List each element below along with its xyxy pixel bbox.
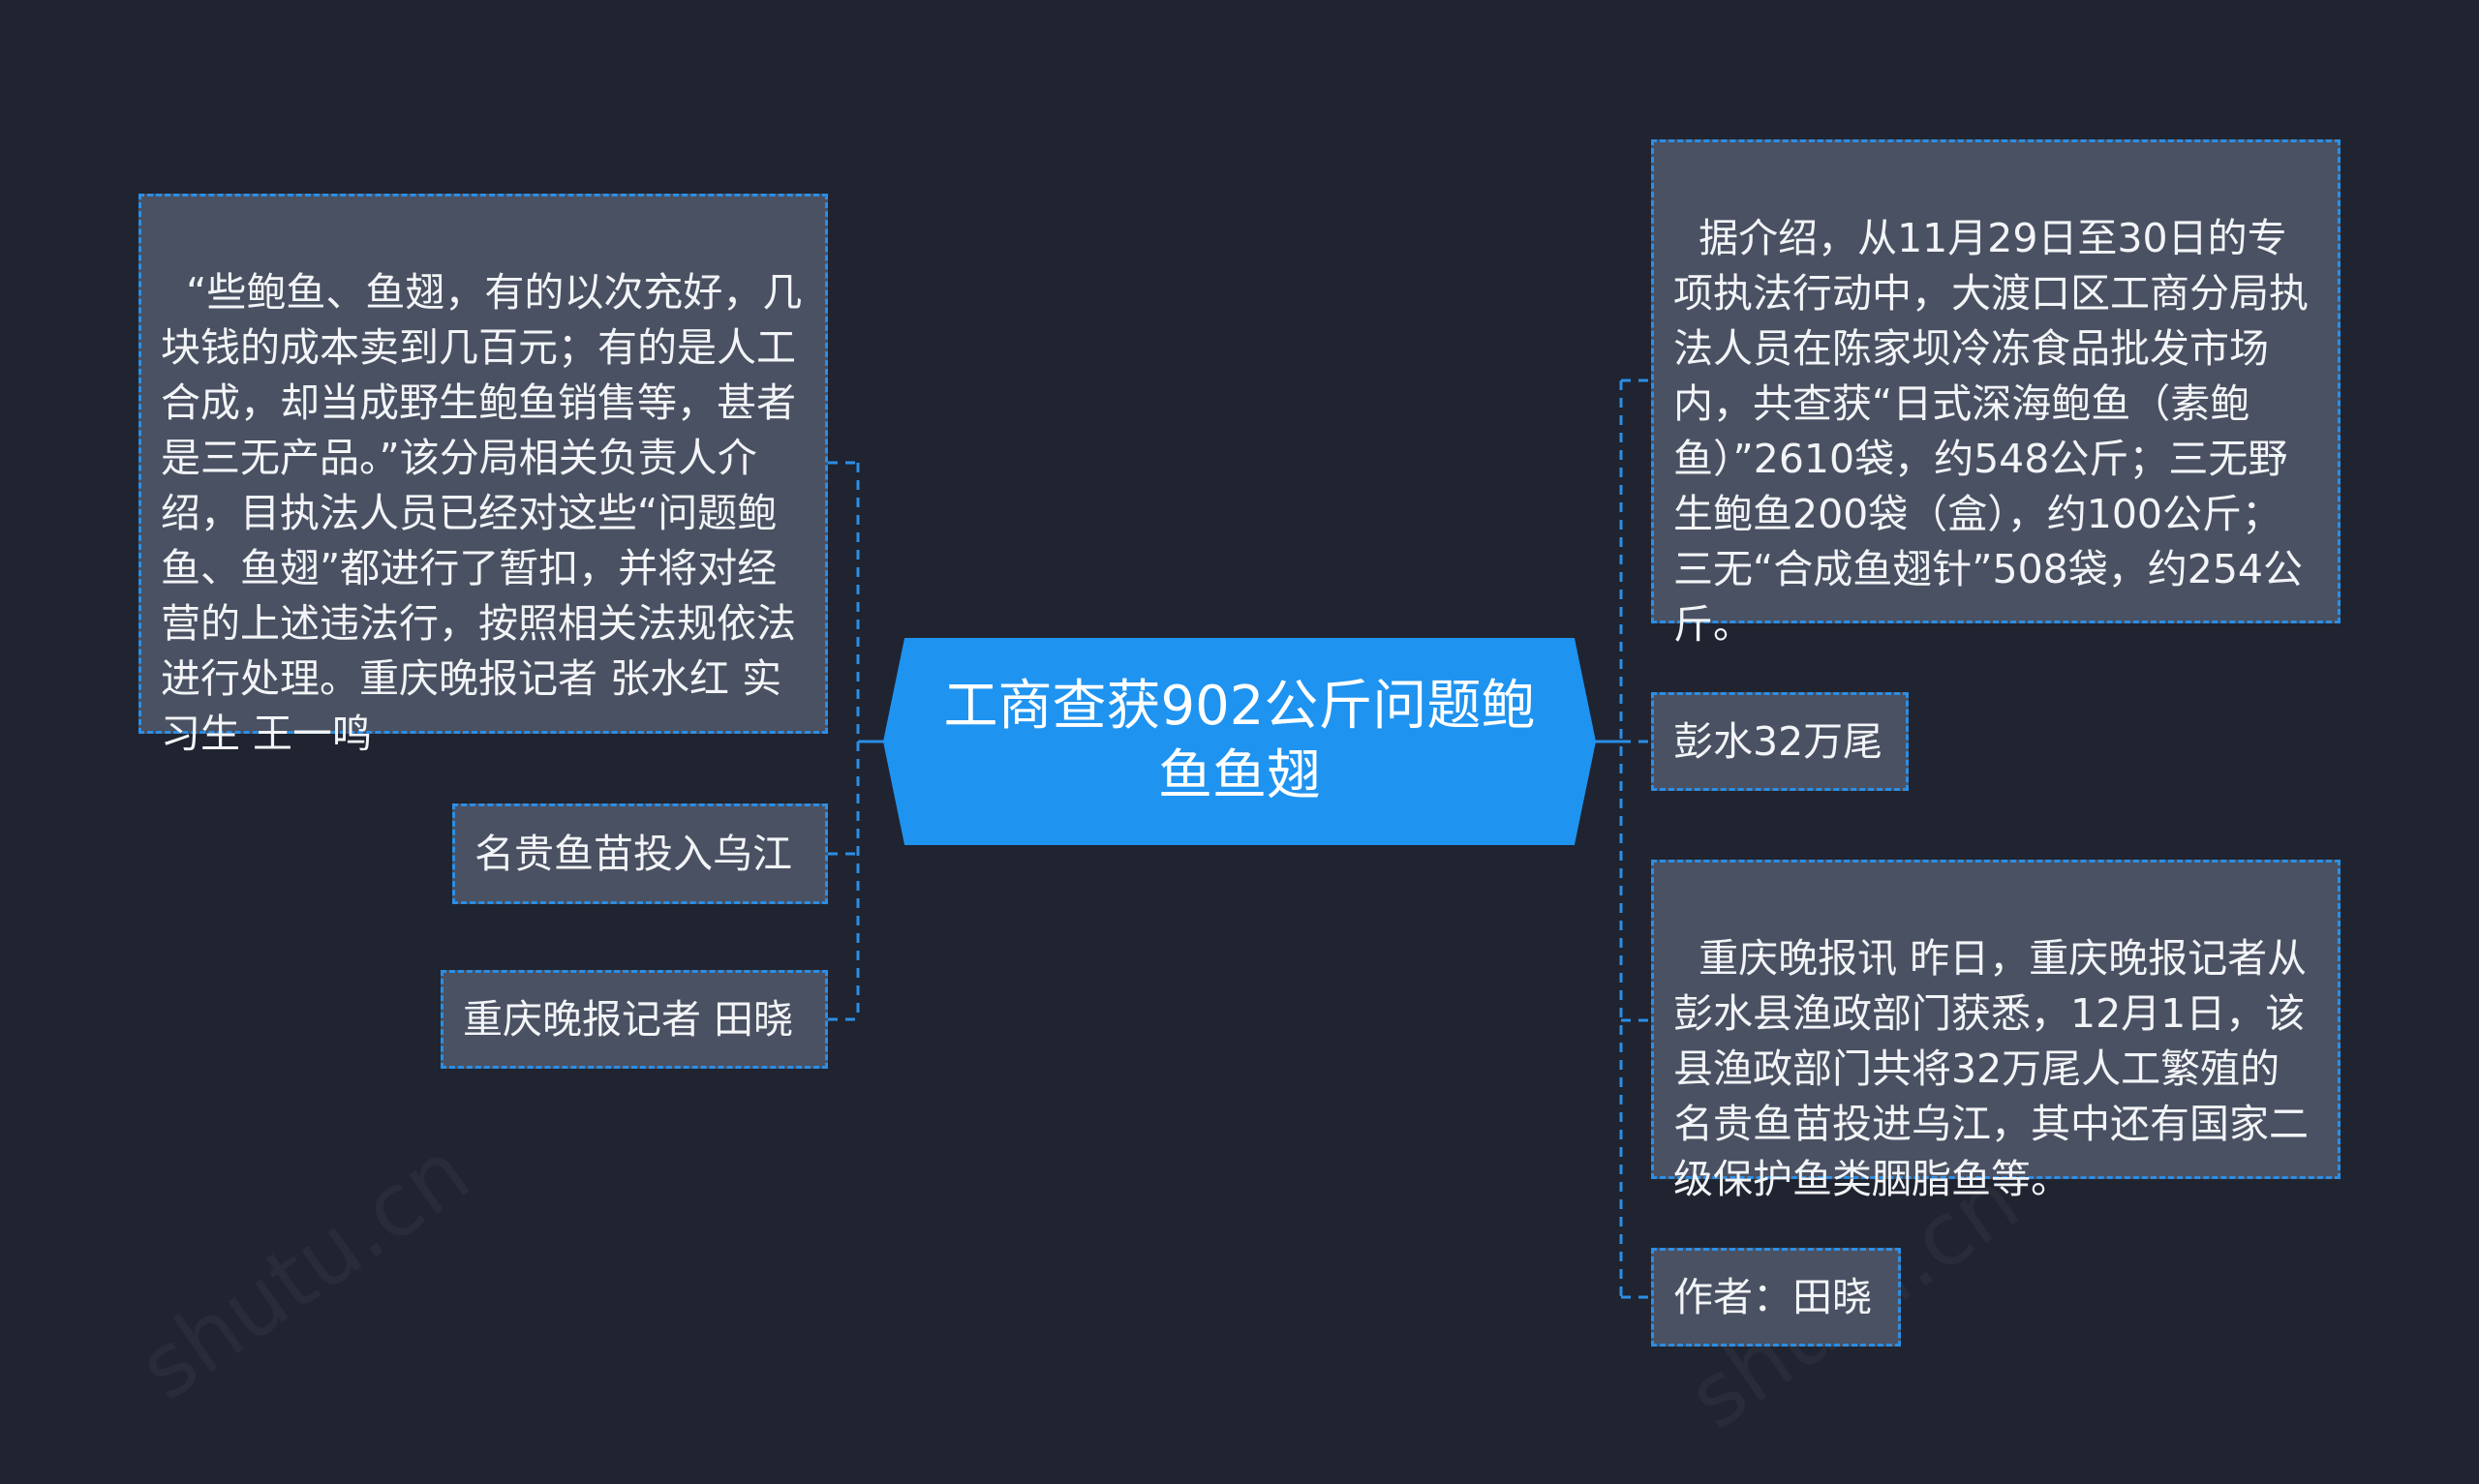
topic-left-2[interactable]: 名贵鱼苗投入乌江 [452,803,828,904]
topic-right-2[interactable]: 彭水32万尾 [1651,692,1909,791]
root-topic[interactable]: 工商查获902公斤问题鲍鱼鱼翅 [883,638,1596,845]
topic-left-2-text: 名贵鱼苗投入乌江 [474,830,792,877]
topic-right-1-text: 据介绍，从11月29日至30日的专项执法行动中，大渡口区工商分局执法人员在陈家坝… [1673,215,2309,648]
topic-right-1[interactable]: 据介绍，从11月29日至30日的专项执法行动中，大渡口区工商分局执法人员在陈家坝… [1651,139,2341,648]
topic-left-1-text: “些鲍鱼、鱼翅，有的以次充好，几块钱的成本卖到几百元；有的是人工合成，却当成野生… [161,269,803,757]
topic-left-1[interactable]: “些鲍鱼、鱼翅，有的以次充好，几块钱的成本卖到几百元；有的是人工合成，却当成野生… [138,194,828,757]
topic-right-2-text: 彭水32万尾 [1673,717,1883,765]
topic-right-4[interactable]: 作者：田晓 [1651,1248,1901,1347]
topic-right-3[interactable]: 重庆晚报讯 昨日，重庆晚报记者从彭水县渔政部门获悉，12月1日，该县渔政部门共将… [1651,860,2341,1202]
topic-right-4-text: 作者：田晓 [1673,1273,1872,1320]
topic-right-3-text: 重庆晚报讯 昨日，重庆晚报记者从彭水县渔政部门获悉，12月1日，该县渔政部门共将… [1673,935,2309,1202]
topic-left-3[interactable]: 重庆晚报记者 田晓 [441,970,828,1069]
root-topic-label: 工商查获902公斤问题鲍鱼鱼翅 [943,675,1536,807]
topic-left-3-text: 重庆晚报记者 田晓 [463,995,794,1043]
